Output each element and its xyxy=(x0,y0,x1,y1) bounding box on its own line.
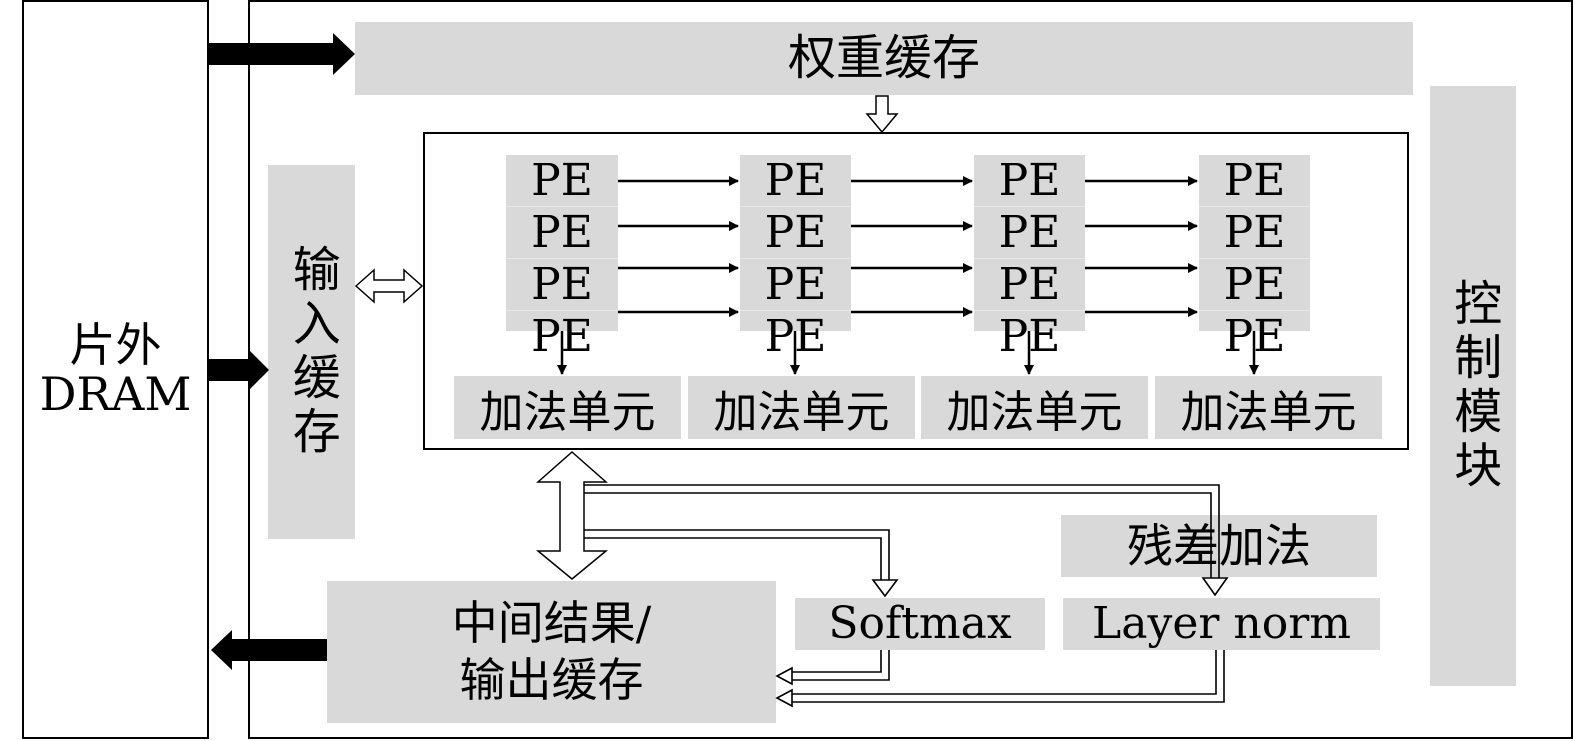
output-buffer: 中间结果/ 输出缓存 xyxy=(327,581,776,723)
pe-cell: PE xyxy=(506,155,618,207)
pe-cell: PE xyxy=(740,207,851,259)
pe-array-frame xyxy=(423,132,1409,450)
adder-unit-2: 加法单元 xyxy=(688,376,915,439)
dram-block: 片外 DRAM xyxy=(22,0,209,739)
softmax-unit: Softmax xyxy=(795,598,1045,650)
pe-cell: PE xyxy=(1199,259,1310,311)
layernorm-output-arrowhead xyxy=(775,688,793,708)
pe-cell: PE xyxy=(740,259,851,311)
adder-unit-3: 加法单元 xyxy=(921,376,1148,439)
pe-cell: PE xyxy=(740,155,851,207)
dram-to-weight-arrow xyxy=(209,33,355,75)
pe-cell: PE xyxy=(1199,155,1310,207)
control-module-label: 控制模块 xyxy=(1445,278,1502,494)
softmax-output-arrowhead xyxy=(775,666,793,686)
output-buffer-label-line2: 输出缓存 xyxy=(459,653,644,707)
input-buffer-label: 输入缓存 xyxy=(283,244,340,460)
pe-cell: PE xyxy=(974,155,1085,207)
array-to-softmax-path xyxy=(584,529,890,583)
pe-column-2: PE PE PE PE xyxy=(740,155,851,362)
dram-label-line2: DRAM xyxy=(39,366,192,421)
weight-buffer-label: 权重缓存 xyxy=(787,30,980,87)
pe-column-4: PE PE PE PE xyxy=(1199,155,1310,362)
adder-unit-1: 加法单元 xyxy=(454,376,681,439)
dram-to-input-arrow xyxy=(209,350,269,390)
to-softmax-arrowhead xyxy=(871,579,899,598)
input-buffer: 输入缓存 xyxy=(268,165,355,539)
pe-cell: PE xyxy=(974,207,1085,259)
output-buffer-label: 中间结果/ 输出缓存 xyxy=(327,581,776,723)
array-to-residual-path xyxy=(584,484,1220,585)
pe-cell: PE xyxy=(974,259,1085,311)
output-buffer-label-line1: 中间结果/ xyxy=(451,595,652,650)
pe-to-adder-arrows xyxy=(557,331,1259,375)
input-array-double-arrow xyxy=(354,268,424,304)
output-to-dram-arrow xyxy=(211,630,327,670)
softmax-label: Softmax xyxy=(828,597,1012,649)
softmax-to-output-path xyxy=(792,650,890,681)
weight-to-array-arrow xyxy=(865,95,899,134)
control-module: 控制模块 xyxy=(1430,86,1516,686)
pe-cell: PE xyxy=(1199,207,1310,259)
dram-label-line1: 片外 xyxy=(69,318,162,373)
to-layer-norm-arrowhead xyxy=(1201,577,1229,597)
pe-row-arrows xyxy=(618,176,1198,317)
pe-cell: PE xyxy=(506,207,618,259)
layernorm-to-output-path xyxy=(792,650,1225,703)
layer-norm-unit: Layer norm xyxy=(1063,598,1380,650)
layer-norm-label: Layer norm xyxy=(1092,597,1351,649)
weight-buffer: 权重缓存 xyxy=(355,22,1413,95)
pe-column-1: PE PE PE PE xyxy=(506,155,618,362)
array-output-double-arrow xyxy=(535,450,609,580)
dram-label: 片外 DRAM xyxy=(24,2,207,737)
adder-unit-4: 加法单元 xyxy=(1155,376,1382,439)
pe-cell: PE xyxy=(506,259,618,311)
